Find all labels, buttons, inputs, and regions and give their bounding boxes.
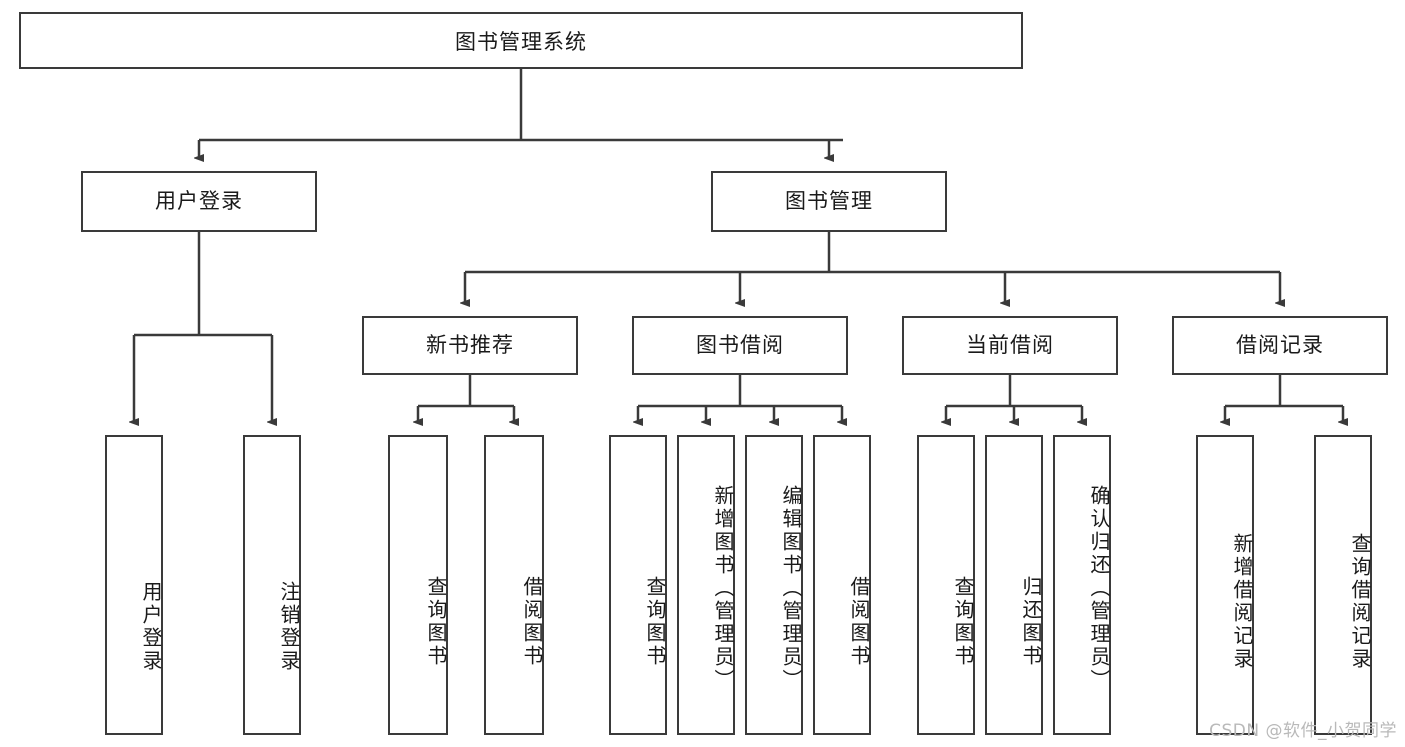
node-user-login-label: 用户登录 <box>155 188 243 213</box>
leaf-borrow-book-2-label: 借阅图书 <box>847 576 871 668</box>
node-book-manage-label: 图书管理 <box>785 188 873 213</box>
leaf-query-book-1[interactable]: 查询图书 <box>388 435 448 735</box>
node-book-manage[interactable]: 图书管理 <box>711 171 947 232</box>
leaf-edit-book-label: 编辑图书（管理员） <box>779 484 803 692</box>
node-book-borrow-label: 图书借阅 <box>696 332 784 357</box>
leaf-user-logout[interactable]: 注销登录 <box>243 435 301 735</box>
csdn-watermark: CSDN @软件_小贺同学 <box>1209 721 1397 741</box>
node-current-borrow[interactable]: 当前借阅 <box>902 316 1118 375</box>
node-borrow-record-label: 借阅记录 <box>1236 332 1324 357</box>
leaf-return-book-label: 归还图书 <box>1019 576 1043 668</box>
leaf-add-book-label: 新增图书（管理员） <box>711 484 735 692</box>
leaf-query-record[interactable]: 查询借阅记录 <box>1314 435 1372 735</box>
node-user-login[interactable]: 用户登录 <box>81 171 317 232</box>
leaf-borrow-book-1[interactable]: 借阅图书 <box>484 435 544 735</box>
leaf-add-record[interactable]: 新增借阅记录 <box>1196 435 1254 735</box>
leaf-user-logout-label: 注销登录 <box>277 581 301 673</box>
leaf-confirm-return[interactable]: 确认归还（管理员） <box>1053 435 1111 735</box>
node-new-book-rec-label: 新书推荐 <box>426 332 514 357</box>
node-book-borrow[interactable]: 图书借阅 <box>632 316 848 375</box>
node-root-label: 图书管理系统 <box>455 29 587 54</box>
leaf-return-book[interactable]: 归还图书 <box>985 435 1043 735</box>
node-borrow-record[interactable]: 借阅记录 <box>1172 316 1388 375</box>
leaf-borrow-book-2[interactable]: 借阅图书 <box>813 435 871 735</box>
leaf-user-login-label: 用户登录 <box>139 581 163 673</box>
leaf-edit-book[interactable]: 编辑图书（管理员） <box>745 435 803 735</box>
leaf-add-book[interactable]: 新增图书（管理员） <box>677 435 735 735</box>
leaf-query-book-3-label: 查询图书 <box>951 576 975 668</box>
leaf-confirm-return-label: 确认归还（管理员） <box>1087 484 1111 692</box>
leaf-query-book-2[interactable]: 查询图书 <box>609 435 667 735</box>
leaf-query-record-label: 查询借阅记录 <box>1348 533 1372 671</box>
node-current-borrow-label: 当前借阅 <box>966 332 1054 357</box>
leaf-borrow-book-1-label: 借阅图书 <box>520 576 544 668</box>
node-new-book-rec[interactable]: 新书推荐 <box>362 316 578 375</box>
leaf-query-book-3[interactable]: 查询图书 <box>917 435 975 735</box>
leaf-query-book-1-label: 查询图书 <box>424 576 448 668</box>
leaf-query-book-2-label: 查询图书 <box>643 576 667 668</box>
leaf-user-login[interactable]: 用户登录 <box>105 435 163 735</box>
node-root[interactable]: 图书管理系统 <box>19 12 1023 69</box>
leaf-add-record-label: 新增借阅记录 <box>1230 533 1254 671</box>
